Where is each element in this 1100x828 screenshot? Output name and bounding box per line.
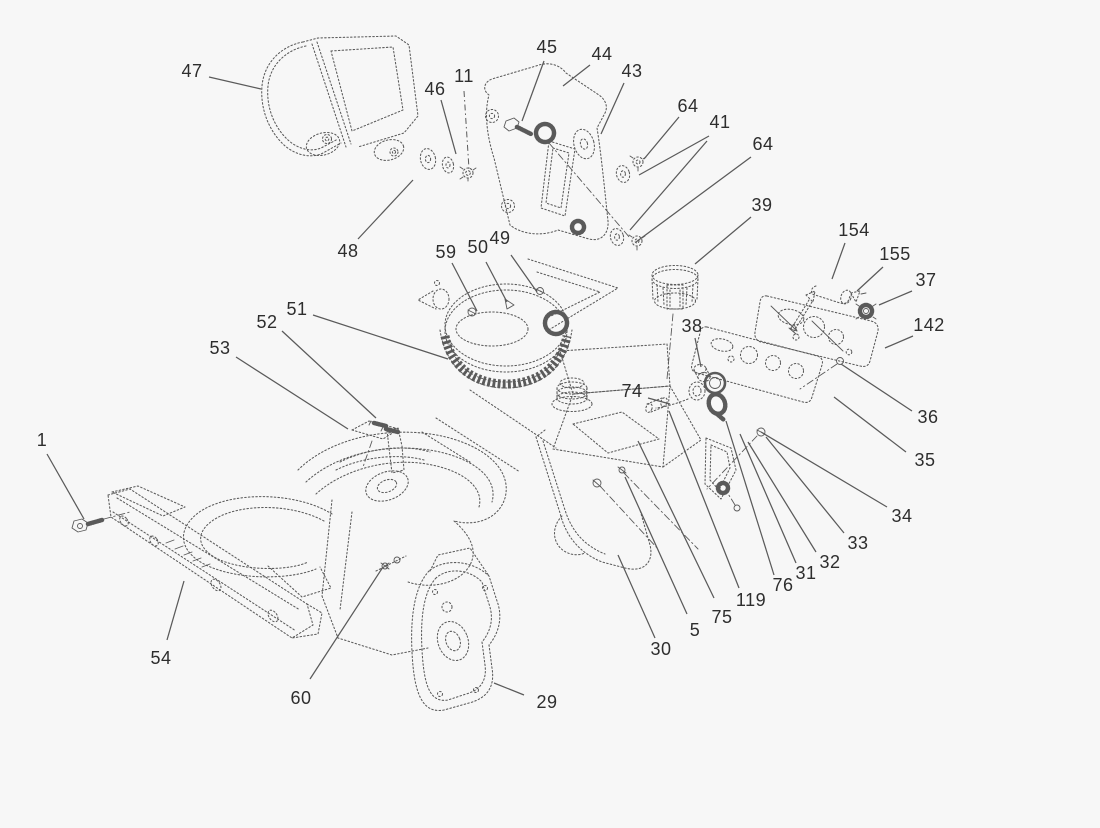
leader-line-53 [235,356,349,430]
callout-29-label: 29 [536,692,557,712]
leader-line-35 [833,396,907,453]
leader-line-59 [451,262,478,312]
callout-119-label: 119 [736,590,766,610]
leader-line-119 [668,410,740,589]
leader-line-60 [309,566,384,680]
part-47-cover [261,35,419,161]
leader-line-34 [760,431,888,508]
leader-line-47 [208,76,262,90]
callout-142-label: 142 [913,315,945,335]
callout-76-label: 76 [772,575,793,595]
leader-line-30 [617,554,656,639]
callout-64a-label: 64 [677,96,698,116]
leader-line-39 [694,216,752,265]
part-29-shroud [411,547,501,711]
part-53-bracket [351,420,401,468]
part-48-46-11-washer-stack [419,148,477,182]
callout-48-label: 48 [337,241,358,261]
callout-37-label: 37 [915,270,936,290]
callout-1-label: 1 [37,430,48,450]
leader-line-37 [878,290,913,306]
callout-154-label: 154 [838,220,870,240]
part-41-64-fasteners [609,155,647,251]
leader-line-51 [312,314,449,360]
callout-64b-label: 64 [752,134,773,154]
callout-41-label: 41 [709,112,730,132]
leader-line-48 [357,179,414,240]
callout-59-label: 59 [435,242,456,262]
leader-line-33 [765,436,845,534]
callout-50-label: 50 [467,237,488,257]
part-60-screws [375,555,407,572]
part-engine-cowl [297,389,557,656]
leader-line-76 [725,420,775,576]
part-39-fuel-cap [651,264,699,380]
leader-line-36 [840,363,913,412]
callout-45-label: 45 [536,37,557,57]
leader-line-142 [884,335,914,349]
leader-line-41-1 [629,140,708,231]
leader-line-44 [562,64,591,87]
part-belt-guide-curve [182,496,333,598]
part-1-bolt [71,511,131,533]
leader-line-29 [493,682,525,696]
callout-47-label: 47 [181,61,202,81]
exploded-view-artwork [71,35,879,711]
callout-35-label: 35 [914,450,935,470]
leader-line-50 [485,261,508,303]
leader-line-5 [624,476,688,615]
part-54-frame [107,485,323,639]
leader-lines [46,60,914,696]
callout-51-label: 51 [286,299,307,319]
leader-line-52 [281,330,377,419]
part-fuel-tank [551,343,702,468]
leader-line-64b [635,156,752,243]
callout-39-label: 39 [751,195,772,215]
leader-line-32 [747,441,817,553]
callout-43-label: 43 [621,61,642,81]
callout-33-label: 33 [847,533,868,553]
callout-46-label: 46 [424,79,445,99]
part-44-bracket-assembly [484,63,631,241]
leader-line-54 [166,580,185,641]
leader-line-154 [831,242,846,280]
leader-line-41 [638,135,710,176]
callout-30-label: 30 [650,639,671,659]
leader-line-1 [46,453,85,520]
callout-38-label: 38 [681,316,702,336]
leader-line-43 [600,82,625,135]
leader-line-49 [510,254,538,293]
callout-31-label: 31 [795,563,816,583]
leader-line-155 [856,266,884,292]
callout-49-label: 49 [489,228,510,248]
part-49-50-59-gear-housing [417,258,619,389]
callout-54-label: 54 [150,648,171,668]
callout-34-label: 34 [891,506,912,526]
callout-5-label: 5 [690,620,701,640]
callout-155-label: 155 [879,244,911,264]
leader-line-45 [521,60,545,122]
leader-line-11 [463,90,470,170]
callout-53-label: 53 [209,338,230,358]
callout-75-label: 75 [711,607,732,627]
leader-line-46 [440,99,457,155]
part-30-lower-cover [535,436,699,570]
leader-line-31 [739,433,797,564]
leader-line-75 [637,440,715,599]
callout-36-label: 36 [917,407,938,427]
part-74-38-carb-fittings [645,363,766,512]
callout-74-label: 74 [621,381,642,401]
callout-11-label: 11 [454,66,474,86]
leader-line-64a [643,116,680,160]
leader-line-38 [694,337,702,368]
part-154-155-37-choke-parts [788,285,877,335]
part-142-36-control-panels [691,295,879,403]
callout-60-label: 60 [290,688,311,708]
callout-44-label: 44 [591,44,612,64]
callout-32-label: 32 [819,552,840,572]
leader-line-74 [647,397,671,405]
callout-52-label: 52 [256,312,277,332]
